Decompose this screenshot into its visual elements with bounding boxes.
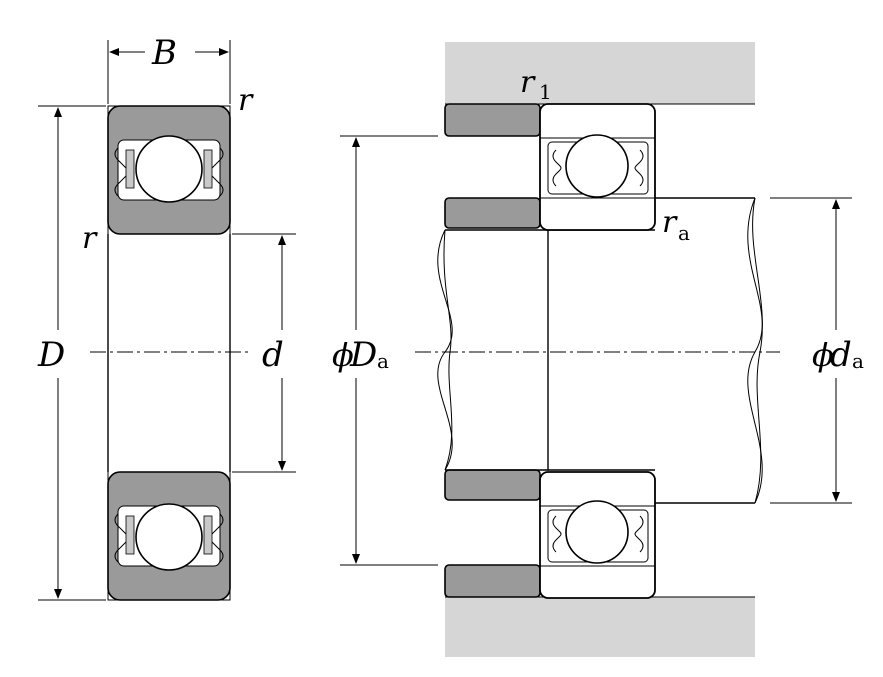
label-da-phi: ϕ (812, 336, 834, 374)
shaft-shoulder-top (444, 197, 541, 229)
label-r1: r (520, 65, 536, 100)
label-da: d (830, 335, 852, 375)
label-Da: D (349, 335, 377, 375)
label-d: d (262, 335, 284, 375)
ball-bottom (135, 503, 203, 571)
housing-top (445, 42, 755, 104)
label-D: D (37, 335, 65, 375)
housing-shoulder-top (444, 103, 541, 137)
bottom-ball-section (107, 471, 231, 601)
housing-shoulder-bottom (444, 564, 541, 598)
shaft-right (655, 197, 755, 504)
dimension-Da (340, 135, 438, 566)
shaft-left (445, 229, 549, 471)
label-r-top: r (238, 83, 254, 118)
bearing-cross-section (90, 105, 250, 601)
label-Da-subscript: a (377, 349, 389, 373)
dimension-d (232, 233, 296, 473)
housing-bottom (445, 597, 755, 657)
shaft-shoulder-bottom (444, 469, 541, 501)
top-ball-section (107, 105, 231, 235)
label-r-left: r (82, 221, 98, 256)
label-r1-subscript: 1 (539, 80, 552, 104)
label-ra: r (662, 205, 678, 240)
label-B: B (151, 33, 177, 73)
label-da-subscript: a (852, 349, 864, 373)
dimension-da (770, 197, 852, 504)
ball-top-mounted (565, 134, 629, 198)
dimension-D (38, 105, 106, 601)
label-Da-phi: ϕ (332, 336, 354, 374)
dimension-B (107, 40, 231, 104)
ball-top (135, 135, 203, 203)
mounted-assembly (415, 42, 780, 657)
label-ra-subscript: a (678, 221, 690, 245)
ball-bottom-mounted (565, 500, 629, 564)
